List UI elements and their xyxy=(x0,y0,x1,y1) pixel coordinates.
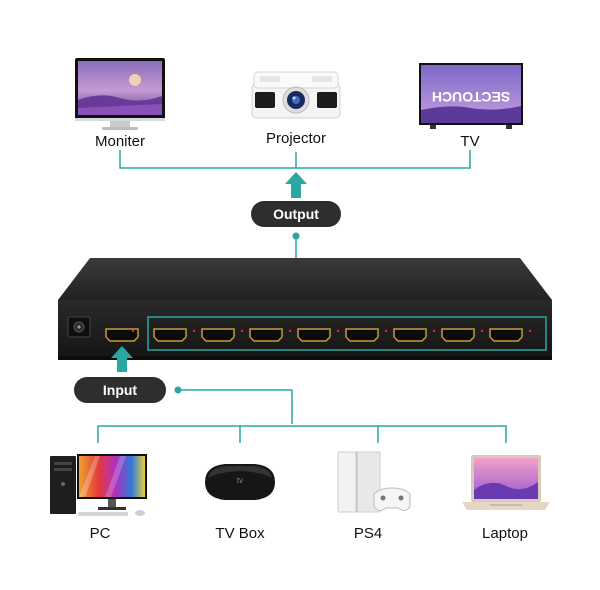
pc-label: PC xyxy=(89,525,111,542)
output-badge: Output xyxy=(251,201,341,227)
output-port-group xyxy=(147,316,547,351)
ps4-label: PS4 xyxy=(353,525,383,542)
tv-image: SECTOUCH xyxy=(419,63,523,129)
svg-text:tv: tv xyxy=(237,476,243,485)
input-hdmi-port xyxy=(105,328,139,342)
output-hdmi-ports xyxy=(153,328,523,342)
ps4-image xyxy=(337,451,411,513)
hdmi-splitter-device xyxy=(58,258,552,360)
monitor-image xyxy=(75,58,165,130)
input-badge: Input xyxy=(74,377,166,403)
input-dot xyxy=(174,386,182,394)
input-connector-lines xyxy=(97,389,507,443)
input-arrow-icon xyxy=(111,346,133,372)
tv-box-image: tv xyxy=(205,464,275,500)
output-dot xyxy=(292,232,300,240)
projector-label: Projector xyxy=(265,130,327,147)
tv-box-label: TV Box xyxy=(215,525,265,542)
laptop-label: Laptop xyxy=(482,525,528,542)
tv-label: TV xyxy=(460,133,480,150)
tv-screen-text: SECTOUCH xyxy=(432,89,510,105)
monitor-label: Moniter xyxy=(94,133,146,150)
projector-image xyxy=(251,71,341,119)
laptop-image xyxy=(462,455,550,510)
output-arrow-icon xyxy=(285,172,307,198)
pc-image xyxy=(50,454,147,516)
